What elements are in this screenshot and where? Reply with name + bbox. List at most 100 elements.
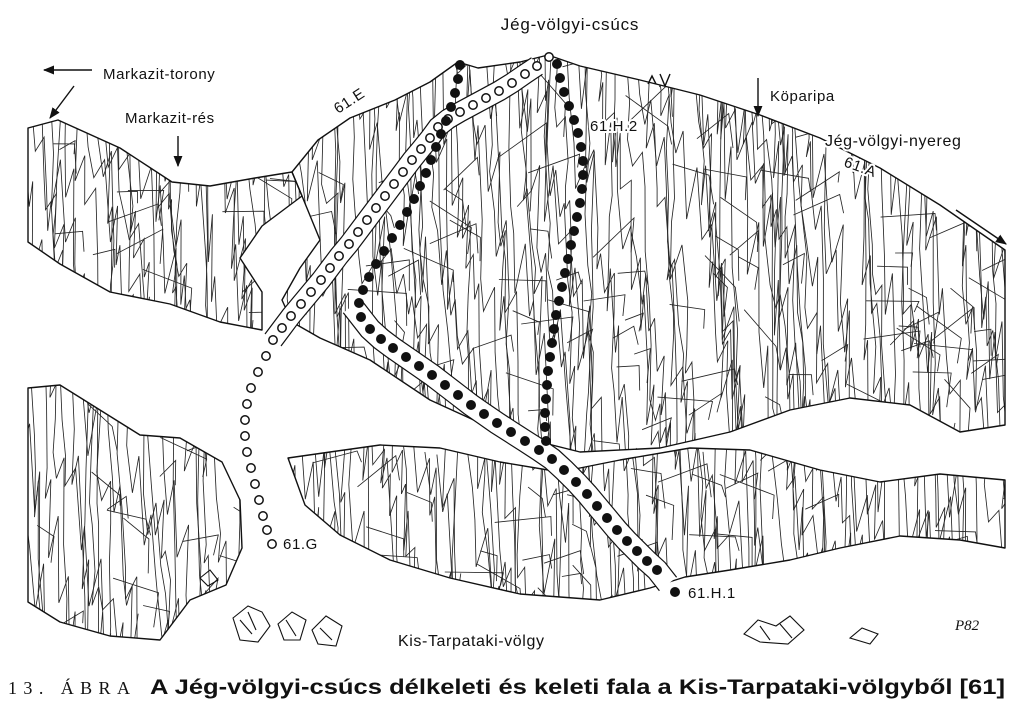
rock-hatch-line [635,55,702,452]
rock-hatch-line [786,445,822,600]
route-marker-filled [552,59,562,69]
rock-hatch-line [853,60,915,452]
rock-crack-line [849,559,891,589]
rock-crack-line [444,571,504,586]
route-marker-open [507,78,517,88]
rock-crack-line [714,235,740,281]
main-rock-face-outline [281,54,1006,453]
route-marker-filled [642,556,652,566]
route-marker-open [371,203,381,213]
arrow-down-right-icon [955,209,1007,245]
rock-crack-line [200,405,213,439]
rock-hatch-line [595,55,682,452]
rock-crack-line [311,373,363,427]
route-marker-filled [371,259,381,269]
rock-crack-line [944,379,971,443]
pointer-arrows [42,65,1007,245]
route-marker-open [481,93,491,103]
rock-crack-line [91,471,121,506]
route-marker-filled [466,400,476,410]
rock-crack-line [880,213,937,231]
route-marker-filled [563,254,573,264]
figure-caption: 13. ÁBRA A Jég-völgyi-csúcs délkeleti és… [8,676,1005,699]
rock-hatch-line [734,445,753,600]
route-marker-open [267,539,277,549]
rock-hatch-line [752,55,803,452]
rock-hatch-line [169,120,197,330]
rock-hatch-line [508,55,550,452]
boulder [848,627,879,645]
route-marker-filled [569,115,579,125]
rock-hatch-line [693,63,738,452]
route-marker-filled [573,128,583,138]
route-label-61h1: 61.H.1 [688,585,736,602]
rock-crack-line [494,516,552,536]
route-marker-filled [559,465,569,475]
rock-hatch-line [842,61,908,452]
rock-hatch-line [919,55,956,452]
boulder [311,615,343,647]
route-marker-filled [577,184,587,194]
route-marker-filled [376,334,386,344]
rock-crack-line [612,325,639,345]
caption-title: A Jég-völgyi-csúcs délkeleti és keleti f… [150,676,1005,699]
rock-crack-line [634,347,651,384]
route-marker-open [325,263,335,273]
rock-crack-line [760,445,791,461]
route-marker-open [246,383,256,393]
rock-hatch-line [893,55,918,452]
route-marker-open [268,335,278,345]
rock-hatch-line [313,445,364,600]
rock-crack-line [974,328,992,356]
rock-hatch-line [81,385,91,640]
couloir-bands-layer [264,57,678,592]
rock-hatch-line [411,445,453,600]
rock-hatch-line [669,55,707,452]
rock-crack-line [908,287,930,325]
route-marker-filled [632,546,642,556]
rock-crack-line [116,190,139,204]
route-marker-filled [436,129,446,139]
place-labels: Jég-völgyi-csúcs Markazit-torony Markazi… [101,13,963,652]
route-marker-open [316,275,326,285]
rock-hatch-line [481,445,519,600]
rock-hatch-line [248,372,261,675]
rock-crack-line [916,305,962,364]
rock-hatch-line [480,55,528,452]
rock-crack-line [981,250,1005,279]
route-label-61g: 61.G [283,536,318,553]
rock-hatch-line [116,393,143,640]
rock-crack-line [788,374,814,396]
route-marker-filled [479,409,489,419]
route-marker-filled [395,220,405,230]
rock-crack-line [672,163,715,205]
rock-crack-line [54,230,85,252]
couloir-band-61e-fill [265,57,543,346]
rock-crack-line [630,468,666,509]
rock-crack-line [624,312,644,332]
rock-hatch-line [528,445,562,600]
rock-crack-line [923,62,972,126]
rock-hatch-line [117,124,158,330]
rock-hatch-line [554,57,603,452]
route-marker-filled [520,436,530,446]
artist-signature: P82 [954,618,980,634]
rock-crack-line [712,272,728,317]
route-61e-markers [268,52,554,345]
route-marker-filled [670,587,680,597]
route-marker-open [380,191,390,201]
rock-crack-line [498,279,547,302]
route-marker-filled [582,489,592,499]
route-marker-filled [549,324,559,334]
rock-crack-line [306,210,337,235]
rock-crack-line [930,307,973,342]
route-label-61h2: 61.H.2 [590,118,638,135]
route-marker-open [353,227,363,237]
rock-crack-line [805,493,840,510]
route-marker-open [250,479,260,489]
route-marker-filled [541,436,551,446]
rock-hatch-line [708,55,752,452]
rock-crack-line [964,424,1005,451]
rock-crack-line [737,256,759,290]
rock-hatch-line [380,445,399,600]
